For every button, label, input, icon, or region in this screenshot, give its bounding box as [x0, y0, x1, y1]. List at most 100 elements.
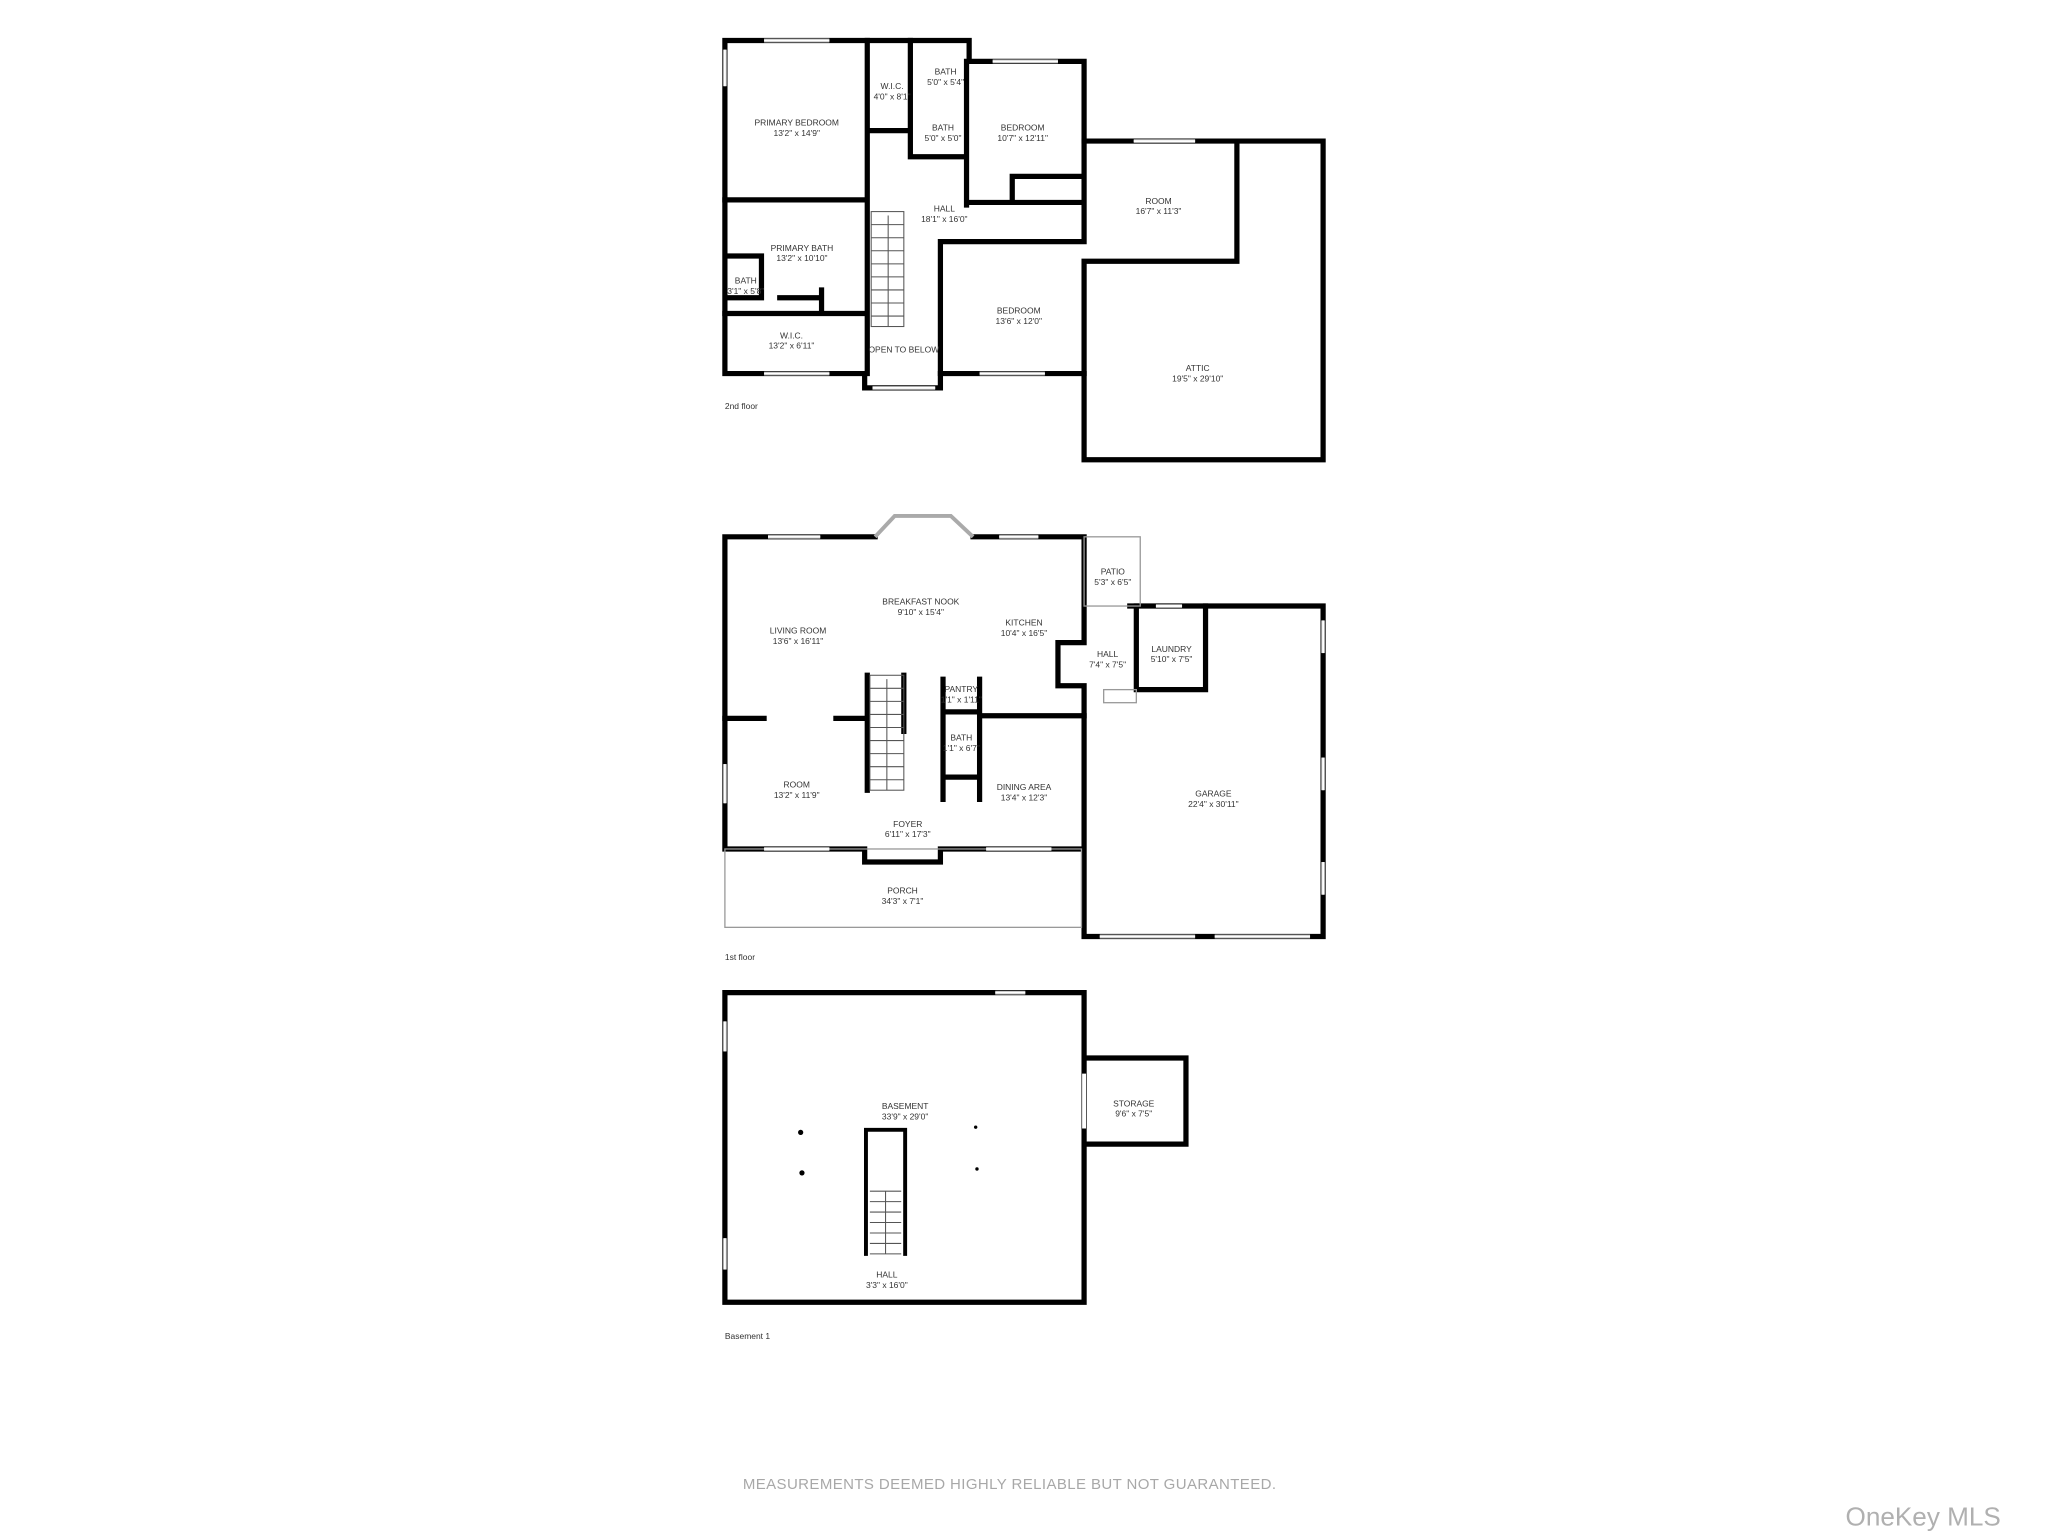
room-dims: 13'6" x 12'0": [996, 316, 1042, 326]
room-name: OPEN TO BELOW: [868, 345, 939, 355]
room-dims: 13'2" x 11'9": [774, 790, 820, 800]
room-dims: 1'1" x 6'7": [943, 743, 980, 753]
room-name: BATH: [935, 66, 957, 76]
staircase: [863, 1127, 908, 1256]
room-dims: 5'0" x 5'4": [927, 77, 964, 87]
staircase: [869, 674, 905, 791]
basement-walls: [722, 990, 1189, 1305]
room-name: BASEMENT: [882, 1101, 929, 1111]
room-name: ROOM: [784, 780, 810, 790]
room-dims: 9'6" x 7'5": [1115, 1109, 1152, 1119]
floor-label: 2nd floor: [725, 401, 758, 411]
room-name: LIVING ROOM: [770, 625, 826, 635]
disclaimer-text: MEASUREMENTS DEEMED HIGHLY RELIABLE BUT …: [743, 1476, 1277, 1493]
room-dims: 33'9" x 29'0": [882, 1111, 928, 1121]
room-dims: 13'4" x 12'3": [1001, 793, 1047, 803]
room-name: HALL: [876, 1269, 897, 1279]
room-dims: 10'4" x 16'5": [1001, 628, 1047, 638]
room-name: PRIMARY BATH: [771, 243, 834, 253]
room-name: W.I.C.: [780, 330, 803, 340]
room-name: ATTIC: [1186, 363, 1210, 373]
room-dims: 16'7" x 11'3": [1136, 206, 1182, 216]
room-dims: 19'5" x 29'10": [1172, 373, 1223, 383]
svg-text:W.I.C.13'2" x 6'11": W.I.C.13'2" x 6'11": [769, 330, 815, 350]
room-name: BREAKFAST NOOK: [882, 597, 959, 607]
room-dims: 13'6" x 16'11": [773, 636, 824, 646]
room-name: DINING AREA: [997, 782, 1052, 792]
room-name: PORCH: [887, 885, 918, 895]
room-name: HALL: [934, 204, 955, 214]
room-name: PRIMARY BEDROOM: [755, 117, 839, 127]
svg-text:W.I.C.4'0" x 8'1": W.I.C.4'0" x 8'1": [874, 81, 911, 101]
room-dims: 10'7" x 12'11": [997, 133, 1048, 143]
room-name: STORAGE: [1113, 1098, 1155, 1108]
room-dims: 6'11" x 17'3": [885, 829, 931, 839]
room-dims: 13'2" x 10'10": [776, 253, 827, 263]
room-dims: 5'10" x 7'5": [1151, 654, 1193, 664]
room-dims: 22'4" x 30'11": [1188, 799, 1239, 809]
room-dims: 5'0" x 5'0": [925, 133, 962, 143]
room-name: PATIO: [1101, 567, 1126, 577]
room-name: BATH: [735, 275, 757, 285]
room-dims: 5'3" x 6'5": [1094, 577, 1131, 587]
room-name: LAUNDRY: [1151, 644, 1192, 654]
room-name: ROOM: [1145, 196, 1171, 206]
room-name: W.I.C.: [881, 81, 904, 91]
first-floor-walls: [722, 513, 1326, 940]
room-dims: 3'3" x 16'0": [866, 1280, 908, 1290]
room-dims: 13'2" x 14'9": [774, 128, 820, 138]
room-dims: 3'1" x 5'8": [727, 286, 764, 296]
room-dims: 9'10" x 15'4": [898, 607, 944, 617]
floor-label: 1st floor: [725, 952, 755, 962]
room-name: BEDROOM: [997, 305, 1041, 315]
room-name: KITCHEN: [1005, 618, 1042, 628]
room-name: BATH: [932, 123, 954, 133]
room-name: GARAGE: [1195, 789, 1232, 799]
floor-label: Basement 1: [725, 1331, 770, 1341]
room-dims: 4'0" x 8'1": [874, 91, 911, 101]
room-name: BEDROOM: [1001, 123, 1045, 133]
watermark-logo: OneKey MLS: [1846, 1502, 2001, 1532]
second-floor-walls: [722, 37, 1326, 463]
room-name: HALL: [1097, 649, 1118, 659]
room-name: BATH: [950, 733, 972, 743]
staircase: [870, 211, 905, 328]
room-dims: 13'2" x 6'11": [769, 341, 815, 351]
room-name: FOYER: [893, 819, 922, 829]
room-dims: 18'1" x 16'0": [921, 214, 967, 224]
room-dims: 7'4" x 7'5": [1089, 659, 1126, 669]
room-dims: 1'1" x 1'11": [941, 695, 982, 705]
